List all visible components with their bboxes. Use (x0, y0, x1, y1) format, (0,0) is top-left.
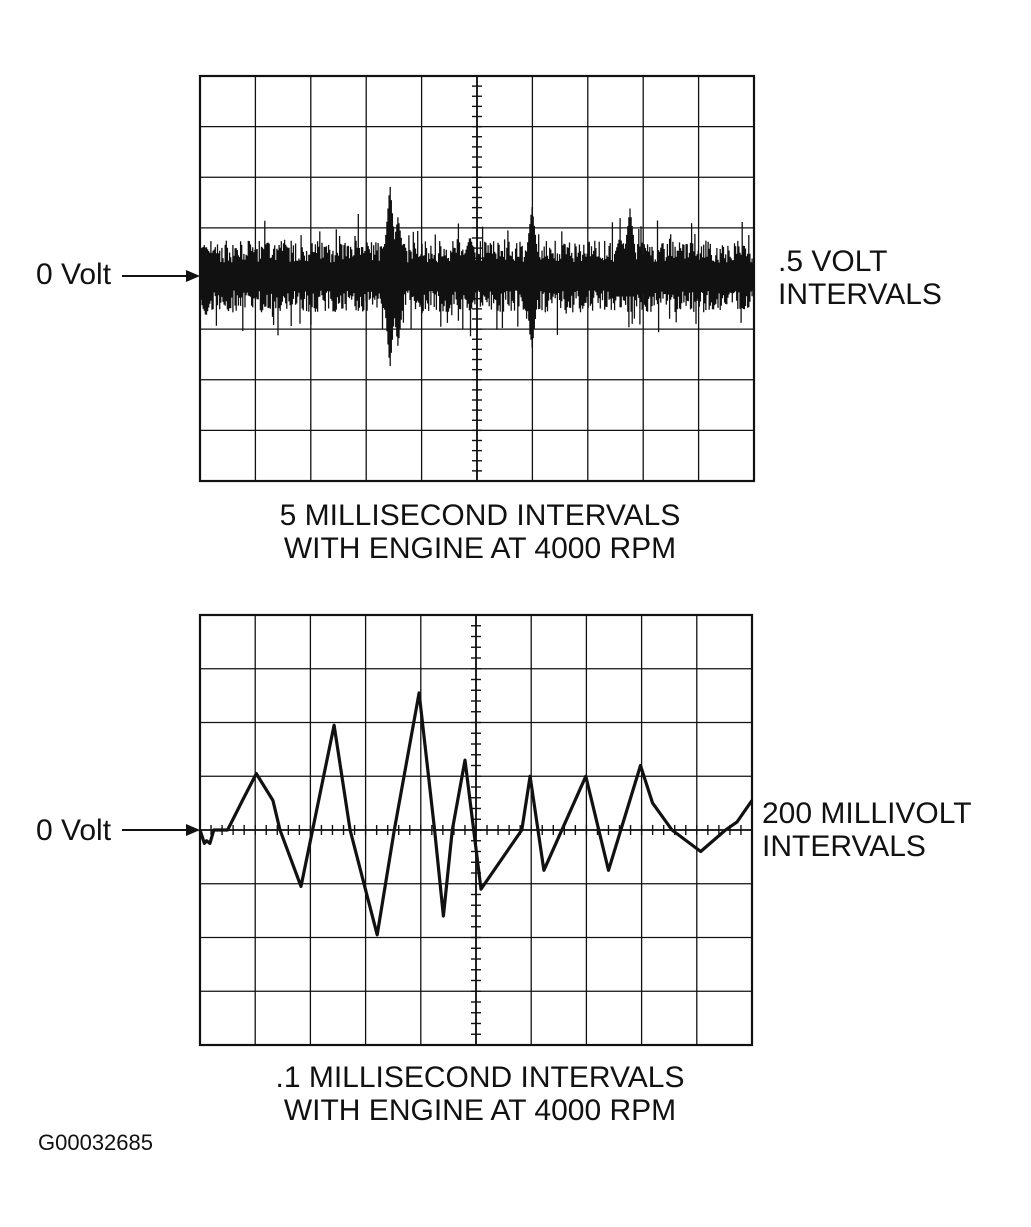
top-noise-core (201, 262, 753, 291)
top-scope-noise-trace (200, 186, 753, 367)
figure-id: G00032685 (38, 1130, 153, 1155)
zero-volt-arrows (122, 270, 200, 836)
bottom-scope-caption: .1 MILLISECOND INTERVALS WITH ENGINE AT … (275, 1061, 685, 1127)
bottom-scope-grid (198, 613, 754, 1047)
top-zero-arrow-head (186, 270, 200, 282)
bottom-zero-arrow-head (186, 824, 200, 836)
bottom-zero-volt-label: 0 Volt (36, 814, 112, 847)
bottom-scope-waveform (198, 691, 754, 937)
top-scope-caption: 5 MILLISECOND INTERVALS WITH ENGINE AT 4… (279, 499, 681, 565)
bottom-waveform-path (198, 691, 754, 937)
top-zero-volt-label: 0 Volt (36, 258, 112, 291)
bottom-vertical-scale-label: 200 MILLIVOLT INTERVALS (762, 797, 972, 863)
top-vertical-scale-label: .5 VOLT INTERVALS (778, 245, 942, 311)
